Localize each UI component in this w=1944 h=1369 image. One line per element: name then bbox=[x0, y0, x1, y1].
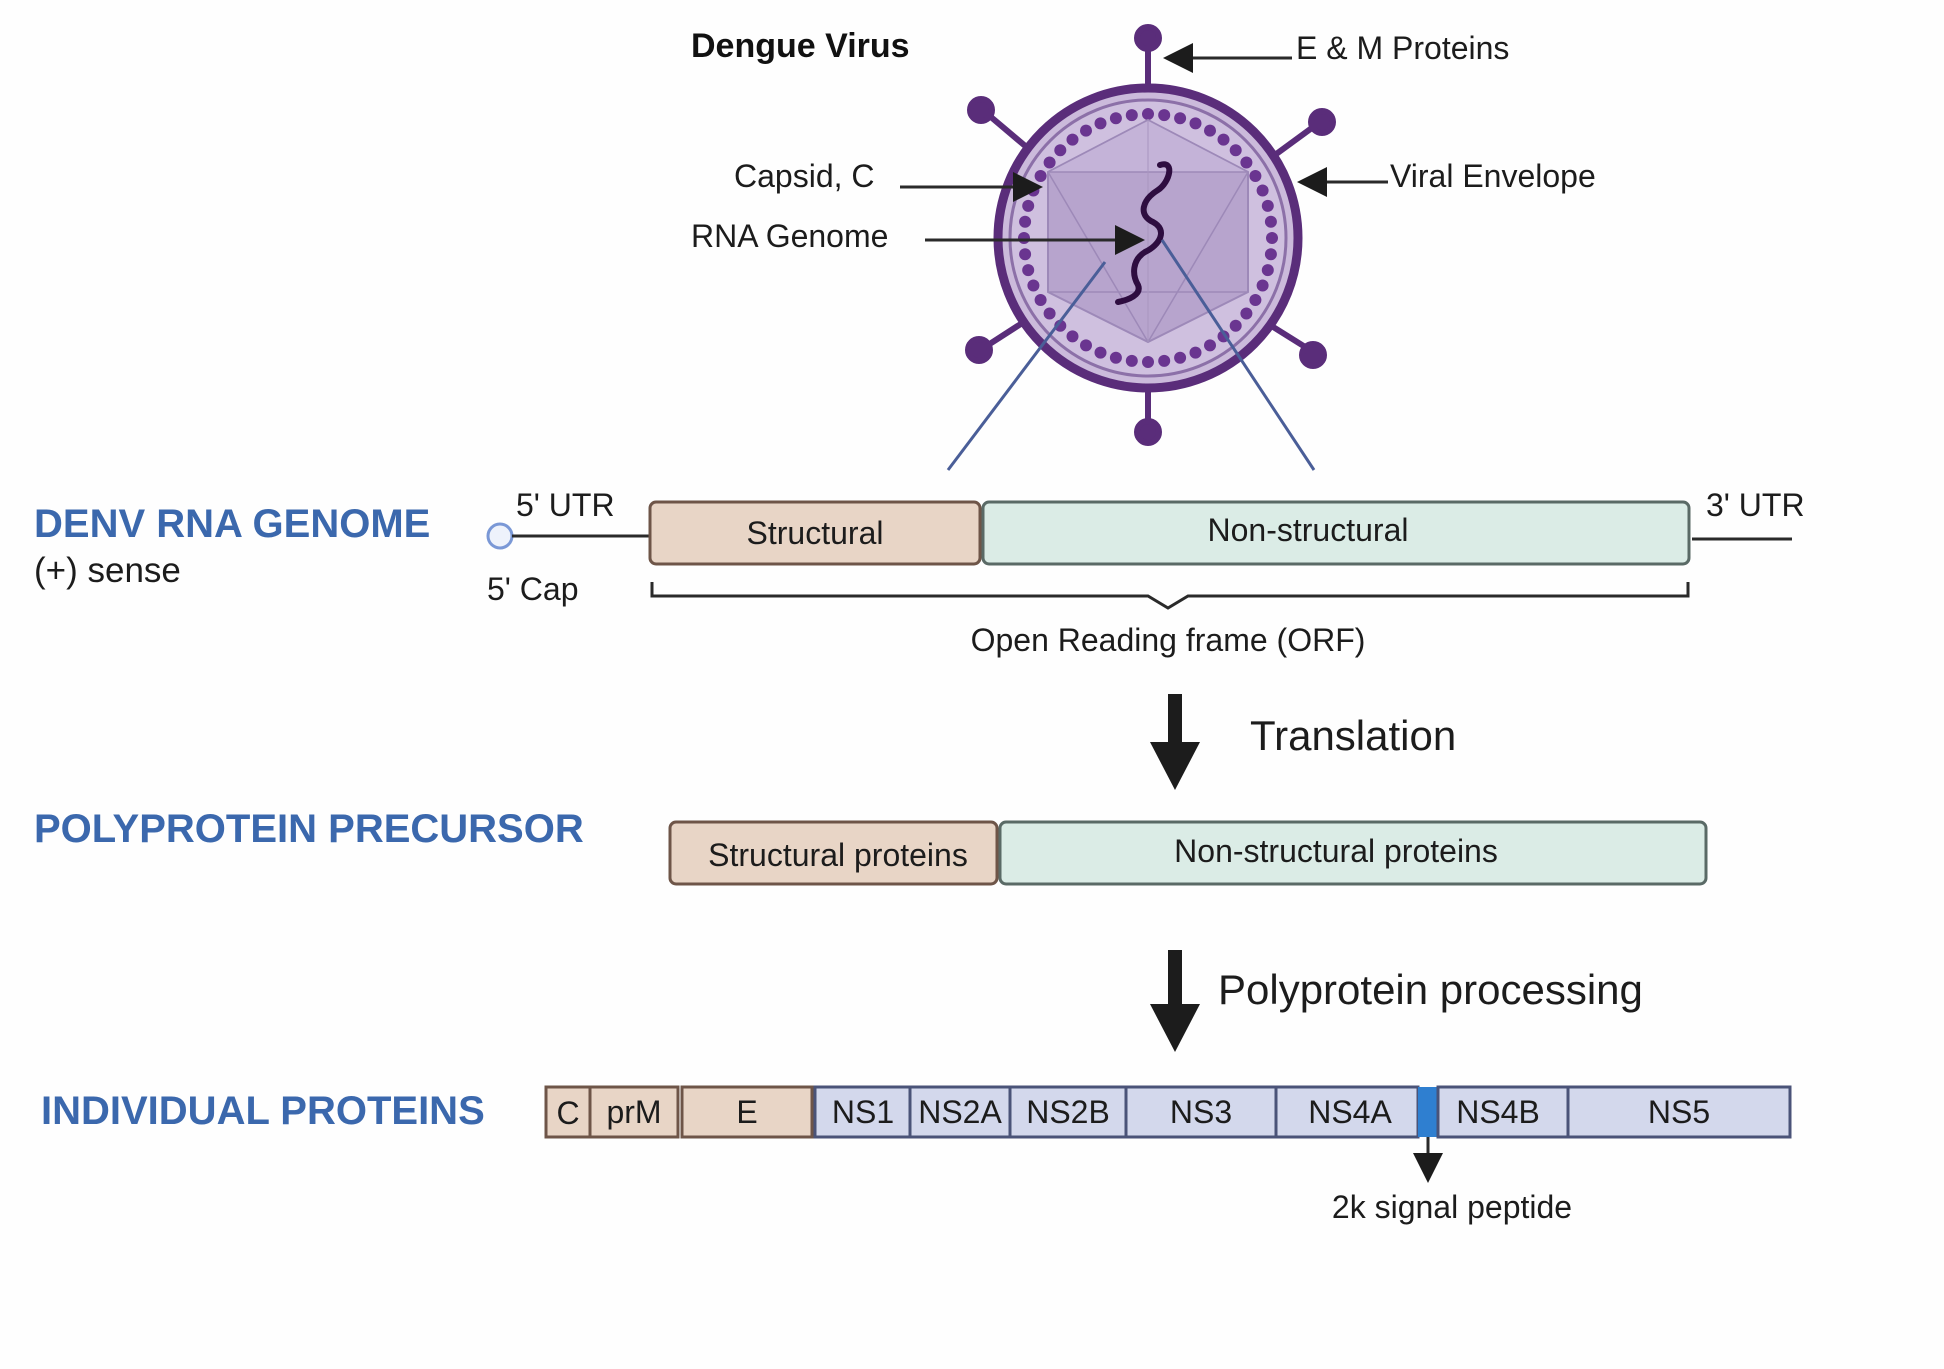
virus-illustration bbox=[946, 24, 1336, 471]
capsid-dot bbox=[1034, 294, 1047, 306]
segment-ns5-label: NS5 bbox=[1648, 1094, 1710, 1130]
capsid-dot bbox=[1109, 351, 1122, 364]
polyprotein-heading: POLYPROTEIN PRECURSOR bbox=[34, 807, 584, 851]
segment-c-label: C bbox=[556, 1095, 579, 1131]
virus-title: Dengue Virus bbox=[691, 27, 910, 65]
genome-nonstructural-region bbox=[981, 500, 1691, 566]
capsid-dot bbox=[1229, 144, 1242, 157]
capsid-dot bbox=[1261, 199, 1274, 212]
genome-nonstructural-label: Non-structural bbox=[1208, 512, 1409, 548]
capsid-dot bbox=[1174, 112, 1187, 125]
label-translation: Translation bbox=[1250, 712, 1456, 759]
genome-structural-region bbox=[648, 500, 982, 566]
label-2k-signal-peptide: 2k signal peptide bbox=[1332, 1189, 1572, 1225]
processing-arrow bbox=[1150, 950, 1200, 1052]
capsid-dot bbox=[1043, 156, 1056, 169]
capsid-dot bbox=[1204, 339, 1216, 352]
polyprotein-structural-label: Structural proteins bbox=[708, 837, 968, 873]
polyprotein-nonstructural-label: Non-structural proteins bbox=[1174, 833, 1498, 869]
capsid-dot bbox=[1249, 170, 1262, 182]
capsid-dot bbox=[1054, 319, 1067, 332]
five-prime-cap bbox=[486, 522, 514, 550]
label-3utr: 3' UTR bbox=[1706, 487, 1805, 523]
capsid-dot bbox=[1240, 307, 1253, 320]
capsid-dot bbox=[1080, 124, 1092, 137]
capsid-dot bbox=[1256, 279, 1269, 292]
label-processing: Polyprotein processing bbox=[1218, 966, 1643, 1013]
genome-heading: DENV RNA GENOME bbox=[34, 502, 430, 546]
translation-arrow bbox=[1150, 694, 1200, 790]
segment-ns4b-label: NS4B bbox=[1456, 1094, 1540, 1130]
label-5cap: 5' Cap bbox=[487, 571, 579, 607]
genome-structural-label: Structural bbox=[747, 515, 884, 551]
capsid-dot bbox=[1256, 184, 1269, 197]
segment-ns1-label: NS1 bbox=[832, 1094, 894, 1130]
capsid-dot bbox=[1264, 248, 1277, 261]
capsid-dot bbox=[1261, 264, 1274, 277]
segment-prm-label: prM bbox=[606, 1094, 661, 1130]
individual-heading: INDIVIDUAL PROTEINS bbox=[41, 1089, 485, 1133]
capsid-dot bbox=[1229, 319, 1242, 332]
capsid-dot bbox=[1125, 354, 1138, 367]
capsid-dot bbox=[1204, 124, 1216, 137]
capsid-dot bbox=[1142, 356, 1154, 368]
capsid-dot bbox=[1080, 339, 1092, 352]
segment-ns4a bbox=[1274, 1085, 1420, 1139]
segment-ns3-label: NS3 bbox=[1170, 1094, 1232, 1130]
capsid-dot bbox=[1125, 109, 1138, 122]
capsid-dot bbox=[1142, 108, 1154, 120]
segment-e-label: E bbox=[736, 1094, 757, 1130]
genome-sense: (+) sense bbox=[34, 551, 181, 590]
capsid-dot bbox=[1174, 351, 1187, 364]
capsid-dot bbox=[1043, 307, 1056, 320]
capsid-dot bbox=[1109, 112, 1122, 125]
capsid-dot bbox=[1054, 144, 1067, 157]
capsid-dot-ring bbox=[1018, 108, 1278, 368]
capsid-dot bbox=[1022, 199, 1035, 212]
label-em-proteins: E & M Proteins bbox=[1296, 30, 1509, 66]
label-capsid: Capsid, C bbox=[734, 158, 875, 194]
segment-e bbox=[680, 1085, 814, 1139]
label-5utr: 5' UTR bbox=[516, 487, 615, 523]
capsid-dot bbox=[1022, 264, 1035, 277]
capsid-dot bbox=[1158, 109, 1171, 122]
capsid-dot bbox=[1240, 156, 1253, 169]
capsid-dot bbox=[1027, 279, 1040, 292]
capsid-dot bbox=[1094, 117, 1107, 130]
icosahedral-capsid bbox=[1047, 118, 1249, 344]
segment-ns1 bbox=[813, 1085, 912, 1139]
segment-ns2a bbox=[908, 1085, 1012, 1139]
polyprotein-nonstructural bbox=[998, 820, 1708, 886]
capsid-dot bbox=[1018, 232, 1030, 244]
capsid-dot bbox=[1034, 170, 1047, 182]
label-viral-envelope: Viral Envelope bbox=[1390, 158, 1596, 194]
capsid-dot bbox=[1249, 294, 1262, 306]
capsid-dot bbox=[1094, 346, 1107, 359]
capsid-dot bbox=[1019, 248, 1032, 261]
segment-ns5 bbox=[1566, 1085, 1792, 1139]
segment-ns2b-label: NS2B bbox=[1026, 1094, 1110, 1130]
polyprotein-structural bbox=[668, 820, 999, 886]
label-rna-genome: RNA Genome bbox=[691, 218, 888, 254]
segment-ns4a-label: NS4A bbox=[1308, 1094, 1392, 1130]
segment-2k-signal-peptide bbox=[1418, 1087, 1438, 1137]
capsid-dot bbox=[1189, 346, 1202, 359]
orf-brace bbox=[650, 582, 1690, 610]
capsid-dot bbox=[1189, 117, 1202, 130]
segment-ns2b bbox=[1008, 1085, 1128, 1139]
rna-genome-squiggle bbox=[1115, 161, 1173, 305]
segment-prm bbox=[588, 1085, 680, 1139]
capsid-dot bbox=[1066, 330, 1079, 343]
capsid-dot bbox=[1066, 133, 1079, 146]
segment-ns2a-label: NS2A bbox=[918, 1094, 1002, 1130]
capsid-dot bbox=[1266, 232, 1278, 244]
capsid-dot bbox=[1264, 215, 1277, 228]
label-orf: Open Reading frame (ORF) bbox=[971, 622, 1366, 658]
capsid-dot bbox=[1019, 215, 1032, 228]
capsid-dot bbox=[1217, 133, 1230, 146]
capsid-dot bbox=[1158, 354, 1171, 367]
